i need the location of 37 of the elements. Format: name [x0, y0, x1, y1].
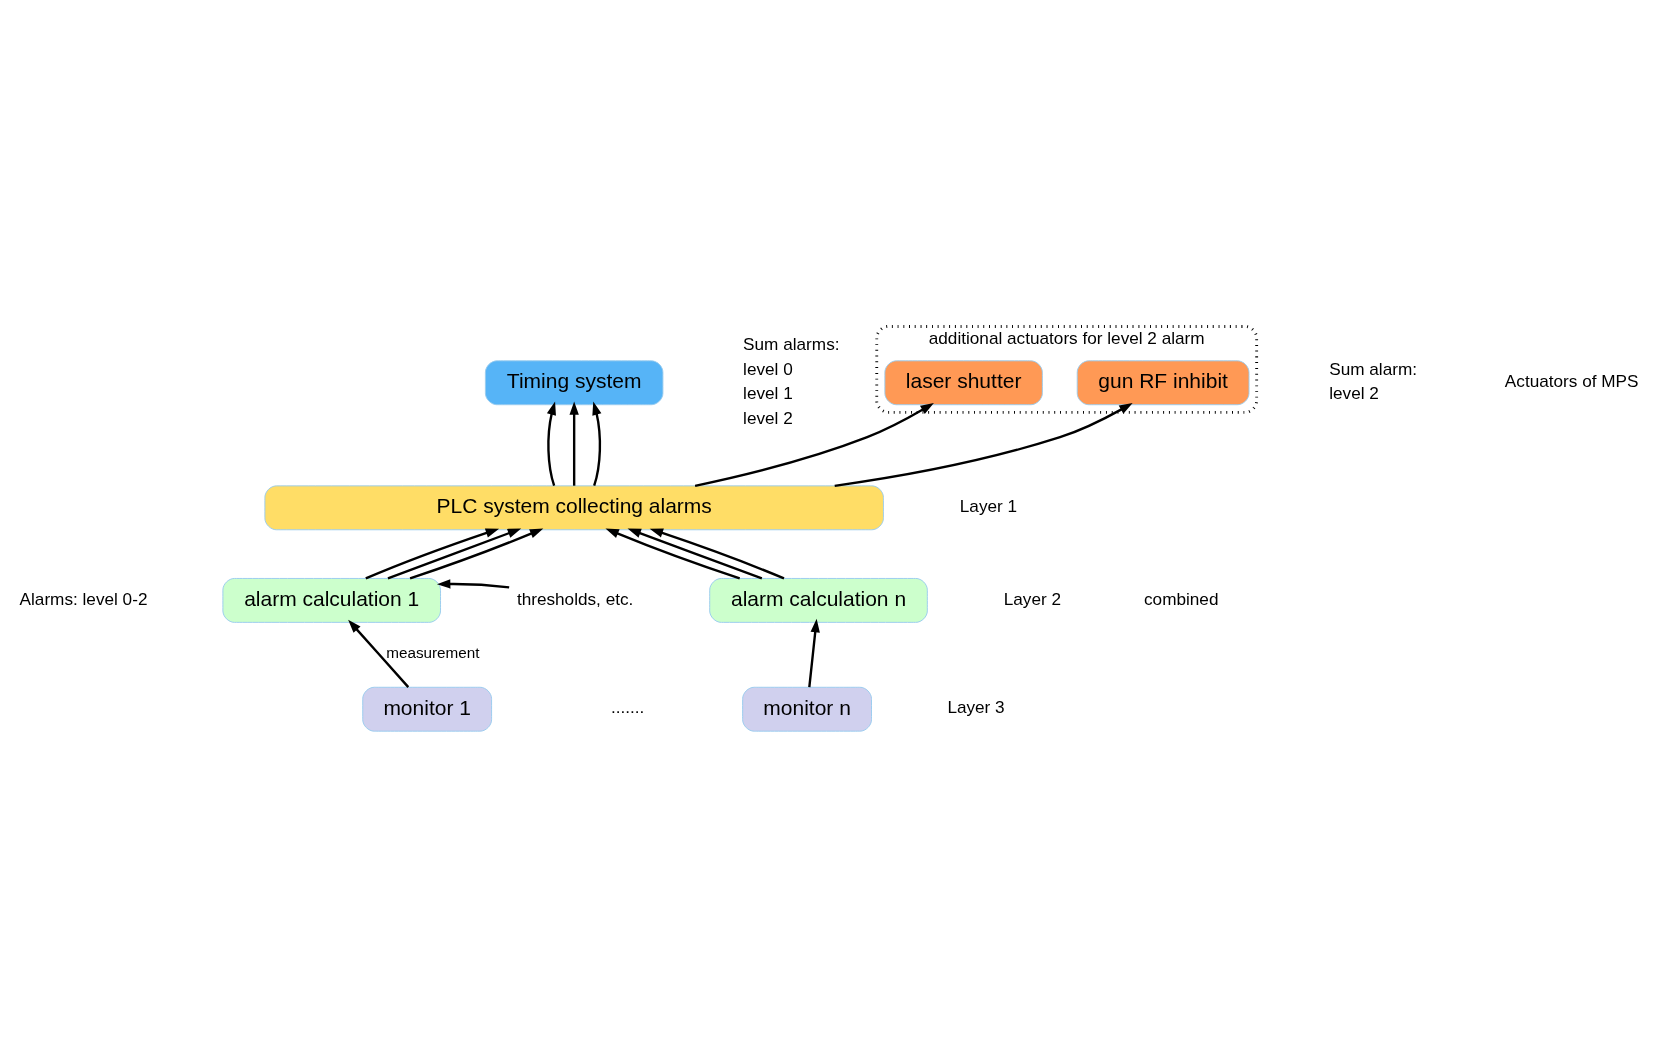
- arrow: [387, 528, 522, 580]
- node-box: PLC system collecting alarms: [264, 485, 884, 531]
- arrow: [834, 403, 1133, 488]
- label: Layer 2: [1003, 588, 1061, 609]
- node-box: alarm calculation 1: [222, 577, 441, 623]
- arrow: [605, 528, 741, 580]
- label: combined: [1144, 588, 1219, 609]
- arrow: [592, 401, 602, 487]
- label: .......: [610, 697, 645, 718]
- arrow: [627, 528, 763, 580]
- node-box: Timing system: [484, 360, 664, 406]
- node-box: monitor 1: [362, 686, 493, 732]
- label: level 2: [1329, 383, 1379, 404]
- edge-label: measurement: [386, 644, 480, 662]
- label: Sum alarm:: [1329, 358, 1417, 379]
- arrow: [546, 401, 556, 487]
- node-box: laser shutter: [884, 360, 1043, 406]
- label: level 1: [743, 383, 793, 404]
- arrow: [409, 528, 544, 580]
- label: Actuators of MPS: [1504, 370, 1639, 391]
- label: Layer 1: [959, 496, 1018, 517]
- arrow: [365, 528, 500, 580]
- label: Sum alarms:: [743, 333, 840, 354]
- node-text: thresholds, etc.: [516, 588, 634, 609]
- node-box: gun RF inhibit: [1076, 360, 1250, 406]
- label: Layer 3: [947, 697, 1005, 718]
- arrow: [694, 403, 934, 487]
- arrow: [649, 528, 785, 580]
- arrow: [569, 401, 579, 486]
- label: level 2: [743, 408, 793, 429]
- node-box: alarm calculation n: [709, 577, 928, 623]
- arrow: [436, 579, 510, 589]
- label: level 0: [743, 358, 793, 379]
- arrow: [808, 618, 820, 688]
- node-box: monitor n: [742, 686, 872, 732]
- label: Alarms: level 0-2: [19, 588, 148, 609]
- arrow: [348, 619, 410, 688]
